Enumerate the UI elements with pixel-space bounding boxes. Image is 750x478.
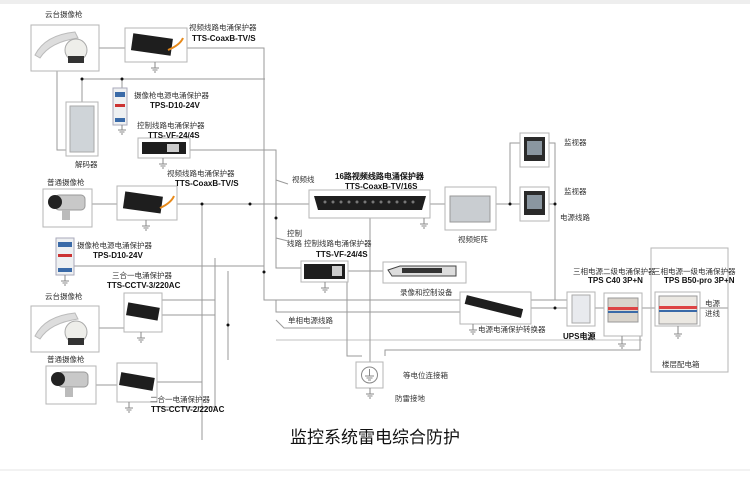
monitor-1	[519, 132, 550, 168]
label-single-phase: 单相电源线路	[288, 315, 333, 325]
two-in-one-protector	[116, 362, 158, 403]
camera-power-protector-2	[55, 237, 75, 276]
label-tps-c40-model: TPS C40 3P+N	[588, 276, 643, 285]
label-control-line-2: 线路	[287, 238, 302, 248]
monitor-2	[519, 186, 550, 222]
label-normal-camera-1: 普通摄像枪	[47, 177, 85, 187]
coax-protector-2	[116, 185, 178, 221]
normal-camera-1	[42, 188, 93, 228]
label-coax-protector-2: 视频线路电涌保护器	[167, 168, 235, 178]
label-pdu: 电源电涌保护转换器	[478, 324, 546, 334]
label-two-in-one-model: TTS-CCTV-2/220AC	[151, 405, 225, 414]
tps-c40	[603, 292, 643, 337]
ups	[566, 291, 596, 327]
label-control-protector-1: 控制线路电涌保护器	[137, 120, 205, 130]
label-ptz-camera-2: 云台摄像枪	[45, 291, 83, 301]
recorder	[382, 261, 467, 284]
label-ups: UPS电源	[563, 331, 595, 341]
label-floor-box: 楼层配电箱	[662, 359, 700, 369]
coax-protector-1	[124, 27, 188, 63]
label-camera-power-2-model: TPS-D10-24V	[93, 251, 143, 260]
diagram-title: 监控系统雷电综合防护	[290, 428, 460, 448]
label-power-line: 电源线路	[560, 212, 590, 222]
label-control-line-1: 控制	[287, 228, 302, 238]
label-two-in-one: 二合一电涌保护器	[150, 394, 210, 404]
label-camera-power-1: 摄像枪电源电涌保护器	[134, 90, 209, 100]
label-tps-b50: 三相电源一级电涌保护器	[653, 266, 736, 276]
top-band	[0, 0, 750, 4]
label-equipotential: 等电位连接箱	[403, 370, 448, 380]
label-video-matrix: 视频矩阵	[458, 234, 488, 244]
label-three-in-one-model: TTS-CCTV-3/220AC	[107, 281, 181, 290]
label-coax-16-model: TTS-CoaxB-TV/16S	[345, 182, 418, 191]
three-in-one-protector	[123, 292, 163, 333]
ground-icons	[61, 62, 682, 413]
label-control-protector-1-model: TTS-VF-24/4S	[148, 131, 200, 140]
label-coax-16: 16路视频线路电涌保护器	[335, 171, 425, 181]
video-matrix	[444, 186, 497, 231]
floor-distribution-box	[650, 247, 729, 373]
label-power-in-2: 进线	[705, 308, 720, 318]
power-strip	[459, 291, 532, 325]
label-grounding: 防雷接地	[395, 393, 425, 403]
label-tps-b50-model: TPS B50-pro 3P+N	[664, 276, 735, 285]
label-normal-camera-2: 普通摄像枪	[47, 354, 85, 364]
ptz-camera-1	[30, 24, 100, 72]
normal-camera-2	[45, 365, 97, 405]
label-coax-protector-2-model: TTS-CoaxB-TV/S	[175, 179, 239, 188]
label-coax-protector-1: 视频线路电涌保护器	[189, 22, 257, 32]
label-decoder: 解码器	[75, 159, 98, 169]
ptz-camera-2	[30, 305, 100, 353]
label-video-line: 视频线	[292, 174, 315, 184]
control-protector-2	[300, 260, 349, 283]
junction-dots	[80, 77, 557, 327]
label-control-protector-2-model: TTS-VF-24/4S	[316, 250, 368, 259]
coax-16-protector	[308, 189, 431, 219]
label-three-in-one: 三合一电涌保护器	[112, 270, 172, 280]
label-monitor-1: 监视器	[564, 137, 587, 147]
camera-power-protector-1	[112, 87, 128, 126]
label-camera-power-2: 摄像枪电源电涌保护器	[77, 240, 152, 250]
control-protector-1	[137, 137, 191, 159]
label-tps-c40: 三相电源二级电涌保护器	[573, 266, 656, 276]
label-recorder: 录像和控制设备	[400, 287, 453, 297]
label-monitor-2: 监视器	[564, 186, 587, 196]
decoder	[65, 101, 99, 157]
label-ptz-camera-1: 云台摄像枪	[45, 9, 83, 19]
label-power-in-1: 电源	[705, 298, 720, 308]
label-camera-power-1-model: TPS-D10-24V	[150, 101, 200, 110]
label-control-protector-2: 控制线路电涌保护器	[304, 238, 372, 248]
label-coax-protector-1-model: TTS-CoaxB-TV/S	[192, 34, 256, 43]
equipotential-box	[355, 361, 384, 389]
